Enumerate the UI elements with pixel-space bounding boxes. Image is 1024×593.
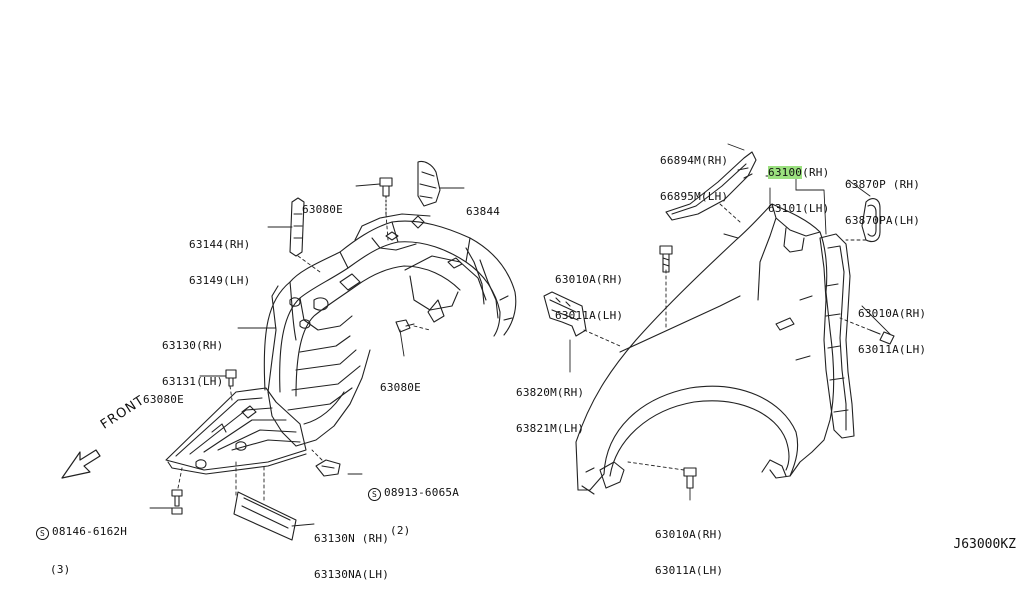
parts-diagram xyxy=(61,143,895,541)
bolt-63080E-top xyxy=(379,177,393,215)
part-number-lh: 63130NA(LH) xyxy=(314,568,390,581)
garnish-63870P xyxy=(861,198,881,243)
bolt-63080E-center xyxy=(395,319,415,333)
part-number: 08146-6162H xyxy=(52,525,128,538)
s-symbol-icon: S xyxy=(368,488,381,501)
clip-08913 xyxy=(315,459,341,477)
part-number: 63080E xyxy=(302,203,343,216)
part-label-63080E-center: 63080E xyxy=(380,358,421,406)
part-label-63130N: 63130N (RH) 63130NA(LH) xyxy=(314,509,389,593)
part-label-63844: 63844 xyxy=(466,182,500,230)
part-number-rh: 63010A(RH) xyxy=(655,528,724,541)
part-label-63130: 63130(RH) 63131(LH) xyxy=(162,316,223,400)
part-number-rh: 63010A(RH) xyxy=(555,273,624,286)
fender-liner-illustration xyxy=(263,213,517,447)
bolt-63010A-right xyxy=(869,329,895,345)
part-number: 08913-6065A xyxy=(384,486,460,499)
front-arrow-icon xyxy=(61,449,101,479)
front-lower-cover-illustration xyxy=(165,387,307,475)
s-symbol-icon: S xyxy=(36,527,49,540)
part-number-lh: 63870PA(LH) xyxy=(845,214,921,227)
part-label-66894M: 66894M(RH) 66895M(LH) xyxy=(660,131,728,215)
part-number-rh: 66894M(RH) xyxy=(660,154,729,167)
seal-strip-66894M xyxy=(665,151,757,221)
leader-lines xyxy=(149,143,891,527)
bolt-63080E-left xyxy=(225,369,237,387)
part-label-63820M: 63820M(RH) 63821M(LH) xyxy=(516,363,584,447)
bolt-63010A-mid xyxy=(659,245,673,273)
part-number-rh: 63870P (RH) xyxy=(845,178,921,191)
part-number-rh: 63144(RH) xyxy=(189,238,251,251)
part-label-63870P: 63870P (RH) 63870PA(LH) xyxy=(845,155,920,239)
part-number-lh: 63011A(LH) xyxy=(555,309,624,322)
part-number: 63844 xyxy=(466,205,501,218)
diagram-code: J63000KZ xyxy=(953,537,1016,552)
quantity: (2) xyxy=(390,524,411,537)
protector-63130N xyxy=(233,491,297,541)
part-label-63144: 63144(RH) 63149(LH) xyxy=(189,215,250,299)
seal-63144 xyxy=(289,197,305,257)
insulator-63844 xyxy=(417,160,441,207)
quantity: (3) xyxy=(50,563,71,576)
bracket-63820M xyxy=(543,291,587,337)
part-number: 63080E xyxy=(380,381,421,394)
part-label-63010A-right: 63010A(RH) 63011A(LH) xyxy=(858,284,926,368)
part-number-lh: 63149(LH) xyxy=(189,274,251,287)
bolt-63010A-bottom xyxy=(683,467,697,489)
part-label-63100: 63100(RH) 63101(LH) xyxy=(768,143,829,227)
part-number-rh: 63010A(RH) xyxy=(858,307,927,320)
part-label-63080E-top: 63080E xyxy=(302,180,343,228)
part-number-lh: 63011A(LH) xyxy=(858,343,927,356)
part-side-rh: (RH) xyxy=(802,166,830,179)
part-number-rh: 63130(RH) xyxy=(162,339,224,352)
part-label-63080E-left: 63080E xyxy=(143,370,184,418)
part-number-lh: 63131(LH) xyxy=(162,375,224,388)
fender-panel-illustration xyxy=(575,203,835,495)
part-label-63010A-mid: 63010A(RH) 63011A(LH) xyxy=(555,250,623,334)
part-number-rh: 63130N (RH) xyxy=(314,532,390,545)
part-number-lh: 63821M(LH) xyxy=(516,422,585,435)
part-number-lh: 63011A(LH) xyxy=(655,564,724,577)
part-number-lh: 63101(LH) xyxy=(768,202,830,215)
screw-08146 xyxy=(171,489,183,515)
part-number-lh: 66895M(LH) xyxy=(660,190,729,203)
part-number: 63080E xyxy=(143,393,184,406)
highlighted-part-number: 63100 xyxy=(768,166,803,179)
part-number-rh: 63820M(RH) xyxy=(516,386,585,399)
fender-rear-bracket-illustration xyxy=(819,233,855,439)
part-label-63010A-bottom: 63010A(RH) 63011A(LH) xyxy=(655,505,723,589)
